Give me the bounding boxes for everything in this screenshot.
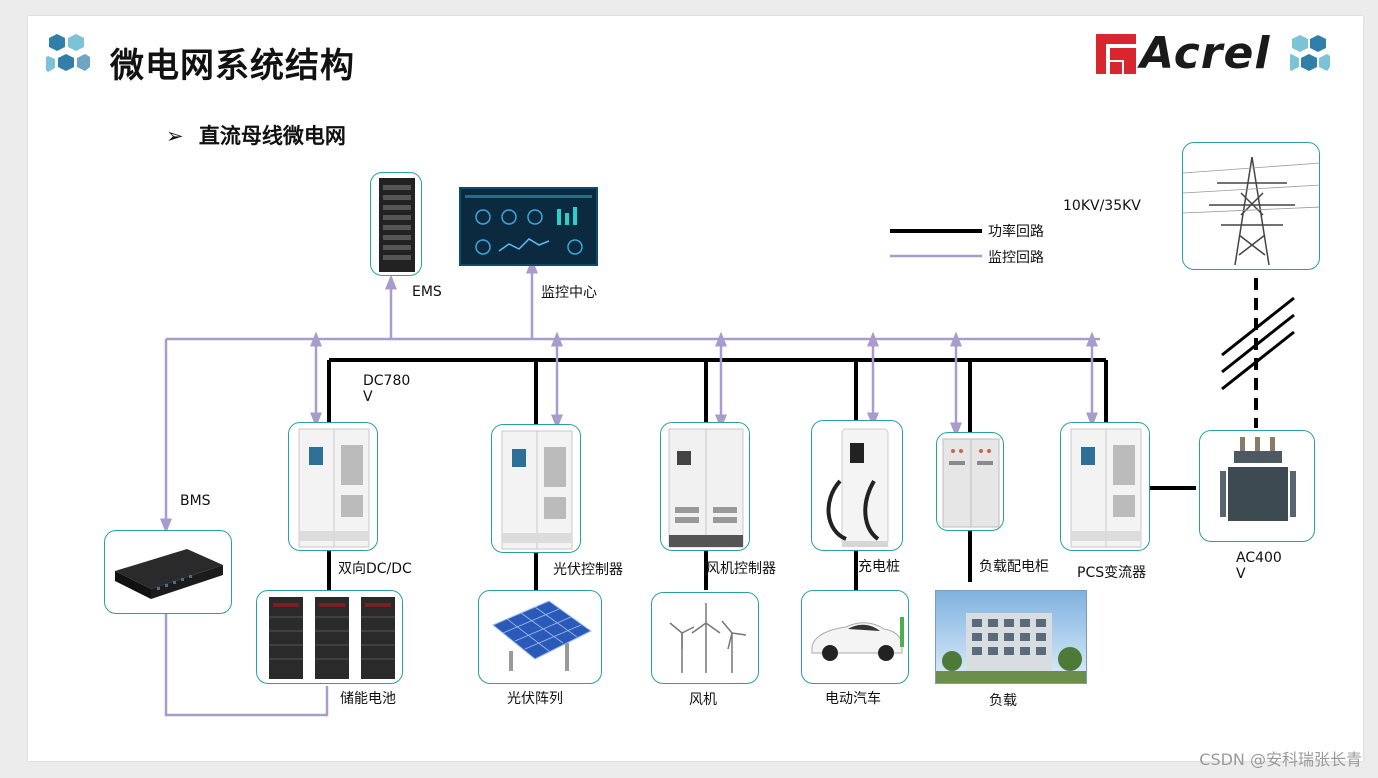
building-icon [936, 613, 1086, 683]
load-building-image [935, 590, 1087, 684]
solar-panel-icon [492, 600, 592, 671]
charging-pile-icon [826, 428, 889, 547]
bus-voltage-label-2: V [363, 389, 373, 405]
hexagon-decoration-icon [46, 34, 90, 72]
charging-pile-image [811, 420, 903, 551]
pcs-converter-image [1060, 422, 1150, 551]
pv-controller-image [491, 424, 581, 553]
hexagon-decoration-right-icon [1290, 35, 1330, 71]
ev-image [801, 590, 909, 684]
ev-label: 电动汽车 [825, 691, 881, 707]
electric-car-icon [811, 617, 904, 661]
transformer-icon [1220, 437, 1296, 521]
distribution-cabinet-icon [942, 438, 1000, 528]
wind-turbine-image [651, 592, 759, 684]
pv-array-label: 光伏阵列 [507, 691, 563, 707]
transmission-tower-image [1182, 142, 1320, 270]
load-cabinet-label: 负载配电柜 [979, 559, 1049, 575]
legend-monitor-label: 监控回路 [988, 250, 1044, 266]
grid-voltage-label: 10KV/35KV [1063, 198, 1141, 214]
ac-voltage-label-1: AC400 [1236, 550, 1282, 566]
load-label: 负载 [989, 693, 1017, 709]
logo-text: Acrel [1140, 28, 1271, 79]
pv-array-image [478, 590, 602, 684]
ac-voltage-label-2: V [1236, 566, 1246, 582]
wind-controller-image [660, 422, 750, 551]
pcs-cabinet-icon [1070, 428, 1142, 548]
ems-label: EMS [412, 284, 442, 300]
bms-device-image [104, 530, 232, 614]
ems-server-image [370, 172, 422, 276]
watermark: CSDN @安科瑞张长青 [1199, 750, 1362, 769]
pcs-converter-label: PCS变流器 [1077, 565, 1147, 581]
page-title: 微电网系统结构 [110, 46, 355, 86]
subtitle: ➢ 直流母线微电网 [166, 120, 346, 150]
wind-controller-label: 风机控制器 [706, 561, 776, 577]
pv-controller-cabinet-icon [501, 430, 573, 550]
legend-power-label: 功率回路 [988, 224, 1044, 240]
transformer-image [1199, 430, 1315, 542]
subtitle-text: 直流母线微电网 [198, 124, 346, 148]
server-rack-icon [379, 178, 415, 272]
monitor-center-screen-image [459, 187, 598, 266]
bidirectional-dcdc-image [288, 422, 378, 551]
transmission-tower-icon [1183, 156, 1319, 266]
wind-turbine-label: 风机 [689, 692, 717, 708]
subtitle-arrow-icon: ➢ [166, 124, 184, 148]
bidirectional-dcdc-label: 双向DC/DC [338, 561, 412, 577]
battery-rack-icon [269, 597, 395, 679]
bus-voltage-label-1: DC780 [363, 373, 411, 389]
wind-turbine-icon [669, 603, 747, 673]
pv-controller-label: 光伏控制器 [553, 562, 623, 578]
monitor-center-label: 监控中心 [541, 285, 597, 301]
battery-label: 储能电池 [340, 691, 396, 707]
bms-rack-unit-icon [115, 549, 223, 599]
monitor-bus [160, 258, 1100, 717]
converter-cabinet-icon [298, 428, 370, 548]
acrel-logo-icon [1096, 34, 1136, 74]
dashboard-icon [465, 195, 592, 255]
wind-controller-cabinet-icon [668, 428, 744, 548]
bms-label: BMS [180, 493, 211, 509]
charging-pile-label: 充电桩 [858, 559, 900, 575]
battery-image [256, 590, 403, 684]
load-cabinet-image [936, 432, 1004, 531]
